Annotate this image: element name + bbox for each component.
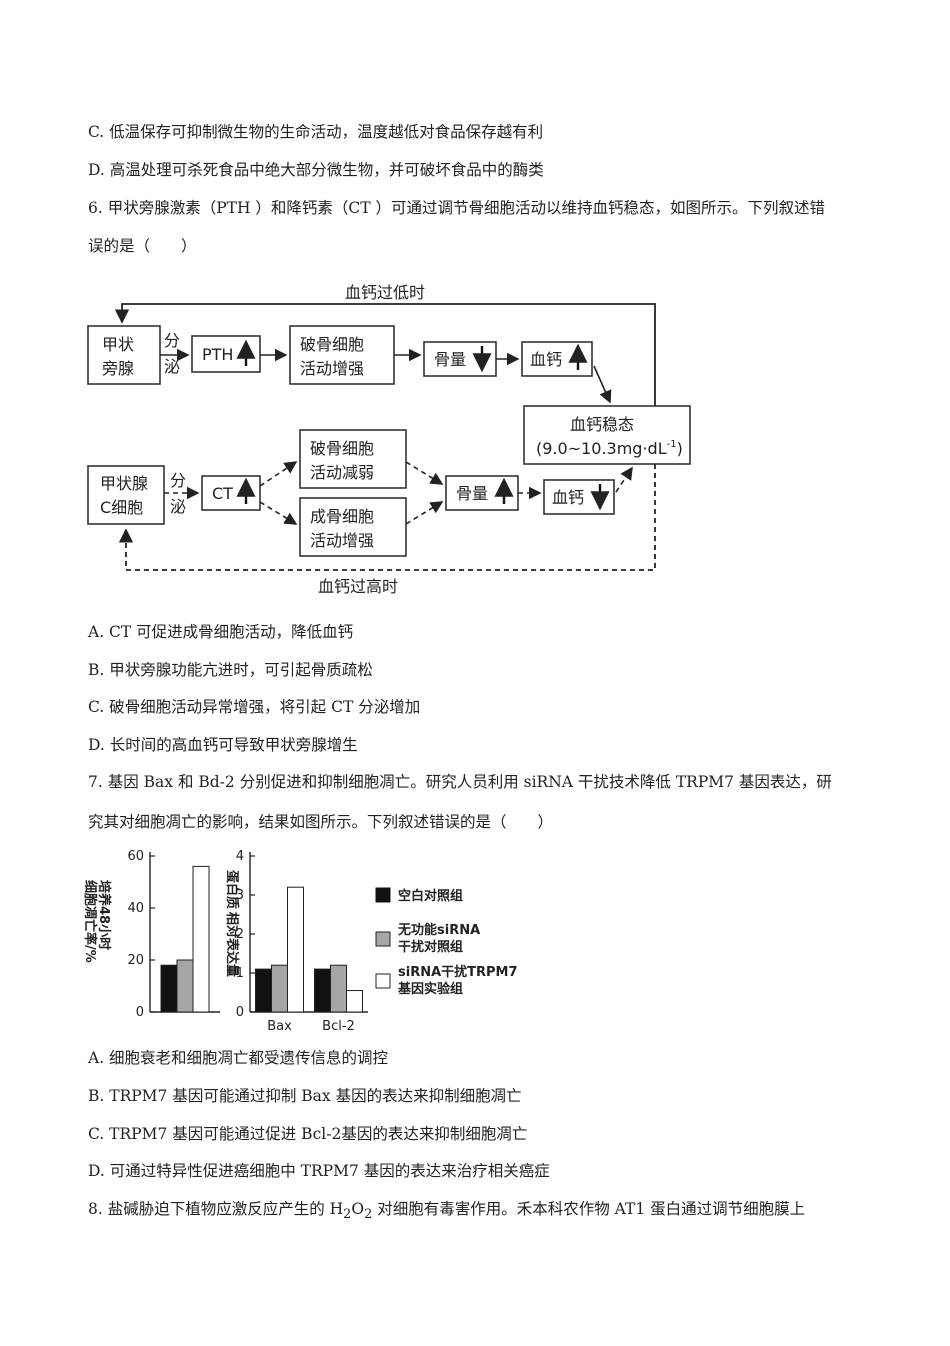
osteoblast-enhanced-2: 活动增强	[310, 531, 374, 550]
chart2-tick-label: 1	[236, 966, 244, 981]
osteoclast-enhanced-box	[289, 325, 395, 385]
osteoclast-weakened-box	[299, 429, 407, 489]
q5-option-c: C. 低温保存可抑制微生物的生命活动，温度越低对食品保存越有利	[88, 123, 544, 141]
chart2-bar	[271, 964, 288, 1013]
apoptosis-rate-chart: 0 20 40 60	[127, 849, 220, 1020]
chart2-tick-label: 0	[236, 1005, 244, 1020]
chart2-bar	[287, 886, 304, 1013]
chart2-tick-label: 3	[236, 888, 244, 903]
legend-item-3-line1: siRNA干扰TRPM7	[398, 964, 518, 980]
q7-stem-line1: 7. 基因 Bax 和 Bd-2 分别促进和抑制细胞凋亡。研究人员利用 siRN…	[88, 773, 832, 791]
thyroid-c-cell-box	[87, 465, 165, 525]
secrete-label-1a: 分	[164, 331, 180, 350]
low-calcium-label: 血钙过低时	[345, 283, 425, 302]
q6-option-a: A. CT 可促进成骨细胞活动，降低血钙	[88, 623, 354, 641]
parathyroid-label-1: 甲状	[102, 335, 134, 354]
thyroid-c-cell-1: 甲状腺	[100, 474, 148, 493]
q6-stem-line2: 误的是（ ）	[88, 237, 197, 255]
low-calcium-feedback-arrow	[114, 303, 656, 406]
q6-option-c: C. 破骨细胞活动异常增强，将引起 CT 分泌增加	[88, 698, 421, 716]
chart1-tick-label: 40	[127, 901, 144, 916]
q7-stem-line2: 究其对细胞凋亡的影响，结果如图所示。下列叙述错误的是（ ）	[88, 813, 554, 831]
osteoclast-enhanced-1: 破骨细胞	[300, 335, 364, 354]
chart1-ylabel-2: 细胞凋亡率/%	[82, 880, 98, 963]
chart1-tick-label: 0	[136, 1005, 144, 1020]
q6-option-d: D. 长时间的高血钙可导致甲状旁腺增生	[88, 736, 358, 754]
high-calcium-label: 血钙过高时	[318, 577, 398, 596]
secrete-label-2a: 分	[170, 471, 186, 490]
chart1-bar	[160, 964, 178, 1013]
blood-calcium-increase-label: 血钙	[530, 350, 562, 369]
legend-item-2-line2: 干扰对照组	[398, 939, 463, 955]
q7-option-d: D. 可通过特异性促进癌细胞中 TRPM7 基因的表达来治疗相关癌症	[88, 1162, 550, 1180]
q5-option-d: D. 高温处理可杀死食品中绝大部分微生物，并可破坏食品中的酶类	[88, 161, 544, 179]
pth-label: PTH	[202, 345, 233, 364]
chart1-bar	[192, 865, 210, 1013]
blood-calcium-decrease-label: 血钙	[552, 488, 584, 507]
chart1-bar	[176, 959, 194, 1013]
chart2-category-label: Bax	[267, 1019, 292, 1034]
ct-label: CT	[212, 484, 233, 503]
high-calcium-feedback-arrow	[118, 464, 656, 571]
chart1-ylabel-1: 培养48小时	[96, 880, 112, 950]
legend-item-3-line2: 基因实验组	[397, 981, 463, 997]
q7-option-c: C. TRPM7 基因可能通过促进 Bcl-2基因的表达来抑制细胞凋亡	[88, 1125, 528, 1143]
osteoblast-enhanced-box	[299, 497, 407, 557]
legend-swatch-nonfunctional-sirna	[375, 931, 391, 947]
chart2-category-label: Bcl-2	[322, 1019, 355, 1034]
homeostasis-label-1: 血钙稳态	[570, 415, 634, 434]
q6-option-b: B. 甲状旁腺功能亢进时，可引起骨质疏松	[88, 661, 373, 679]
chart2-bar	[346, 990, 363, 1013]
calcium-homeostasis-diagram: 血钙过低时 甲状 旁腺 分 泌 PTH 破骨细胞 活动增强 骨量 血钙 血钙稳态…	[87, 283, 691, 596]
chart1-tick-label: 60	[127, 849, 144, 864]
osteoclast-weakened-1: 破骨细胞	[310, 439, 374, 458]
q8-stem-line1: 8. 盐碱胁迫下植物应激反应产生的 H2O2 对细胞有毒害作用。禾本科农作物 A…	[88, 1200, 806, 1223]
bone-mass-decrease-label: 骨量	[434, 350, 466, 369]
q7-option-b: B. TRPM7 基因可能通过抑制 Bax 基因的表达来抑制细胞凋亡	[88, 1087, 522, 1105]
secrete-label-1b: 泌	[164, 357, 180, 376]
homeostasis-label-2: (9.0~10.3mg·dL-1)	[536, 439, 683, 458]
osteoblast-enhanced-1: 成骨细胞	[310, 507, 374, 526]
calcium-homeostasis-box	[523, 405, 691, 465]
osteoclast-enhanced-2: 活动增强	[300, 359, 364, 378]
thyroid-c-cell-2: C细胞	[100, 498, 143, 517]
chart2-bar	[255, 968, 272, 1013]
osteoclast-weakened-2: 活动减弱	[310, 463, 374, 482]
legend-item-1: 空白对照组	[398, 888, 463, 904]
bone-mass-increase-label: 骨量	[456, 484, 488, 503]
legend-swatch-blank-control	[375, 887, 391, 903]
chart2-ylabel-2: 相对表达量	[224, 912, 240, 977]
legend-swatch-sirna-trpm7	[375, 973, 391, 989]
chart2-bar	[330, 964, 347, 1013]
chart2-tick-label: 4	[236, 849, 244, 864]
parathyroid-label-2: 旁腺	[102, 359, 134, 378]
chart1-tick-label: 20	[127, 953, 144, 968]
q6-stem-line1: 6. 甲状旁腺激素（PTH ）和降钙素（CT ）可通过调节骨细胞活动以维持血钙稳…	[88, 199, 826, 217]
q7-option-a: A. 细胞衰老和细胞凋亡都受遗传信息的调控	[88, 1049, 389, 1067]
secrete-label-2b: 泌	[170, 497, 186, 516]
chart2-tick-label: 2	[236, 927, 244, 942]
chart2-bar	[314, 968, 331, 1013]
chart2-ylabel-1: 蛋白质	[224, 870, 240, 909]
legend-item-2-line1: 无功能siRNA	[397, 922, 480, 938]
